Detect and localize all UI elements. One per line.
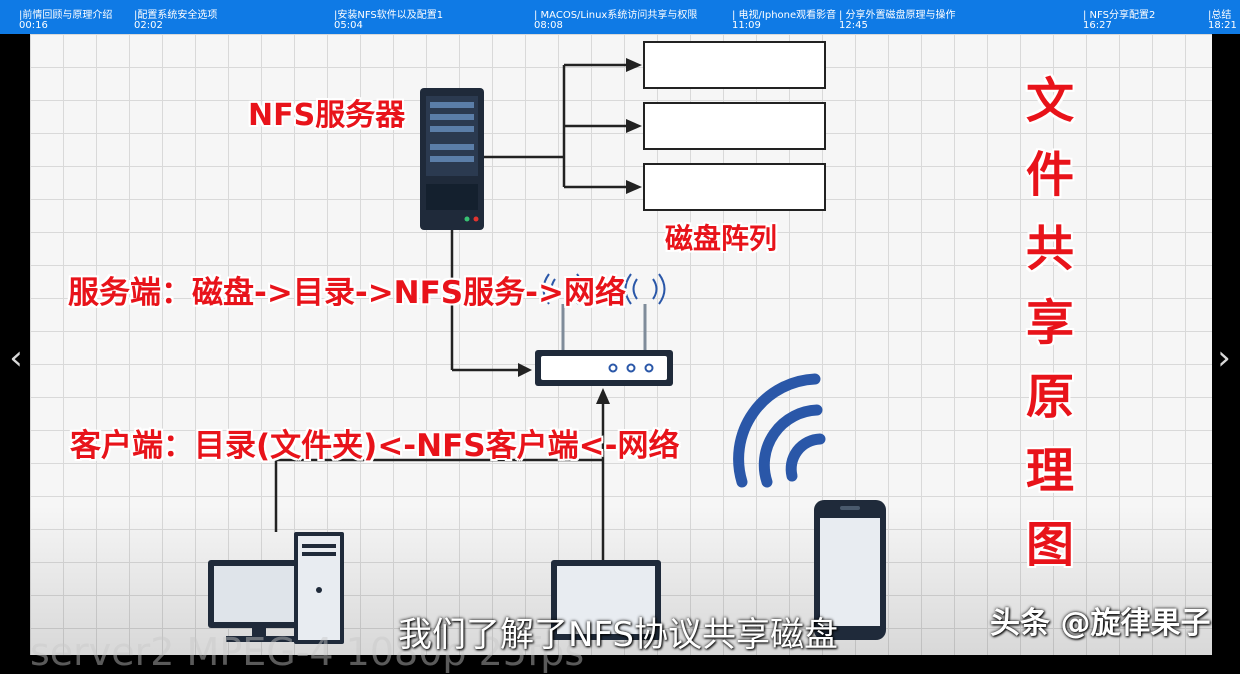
chapter-time: 00:16 bbox=[19, 20, 48, 31]
chapter-marker[interactable]: |前情回顾与原理介绍 00:16 bbox=[16, 0, 134, 34]
wifi-icon bbox=[733, 373, 826, 488]
chapter-marker[interactable]: |总结 18:21 bbox=[1205, 0, 1240, 34]
diagram-title: 文件共享原理图 bbox=[1025, 73, 1074, 573]
chapter-time: 02:02 bbox=[134, 20, 163, 31]
chapter-marker[interactable]: | NFS分享配置2 16:27 bbox=[1080, 0, 1205, 34]
router-client-connectors bbox=[274, 400, 605, 564]
chapter-title: |前情回顾与原理介绍 bbox=[19, 10, 113, 21]
nfs-server-label: NFS服务器 bbox=[248, 98, 406, 133]
chapter-time: 12:45 bbox=[839, 20, 868, 31]
phone-icon bbox=[814, 500, 886, 640]
disk-array-label: 磁盘阵列 bbox=[665, 222, 778, 255]
chapter-title: | MACOS/Linux系统访问共享与权限 bbox=[534, 10, 698, 21]
chapter-time: 18:21 bbox=[1208, 20, 1237, 31]
watermark: 头条 @旋律果子 bbox=[990, 606, 1211, 641]
chapter-title: |总结 bbox=[1208, 10, 1232, 21]
server-disk-connectors bbox=[483, 63, 630, 189]
disk-box bbox=[643, 163, 826, 211]
arrow-heads bbox=[626, 58, 642, 194]
disk-box bbox=[643, 102, 826, 150]
chapter-title: | NFS分享配置2 bbox=[1083, 10, 1156, 21]
nfs-server-icon bbox=[420, 88, 484, 230]
video-subtitle: 我们了解了NFS协议共享磁盘 bbox=[398, 615, 838, 655]
chapter-title: | 分享外置磁盘原理与操作 bbox=[839, 10, 956, 21]
chapter-marker[interactable]: |安装NFS软件以及配置1 05:04 bbox=[331, 0, 531, 34]
disk-box bbox=[643, 41, 826, 89]
server-router-connector bbox=[450, 230, 520, 372]
router-icon bbox=[535, 273, 673, 386]
laptop-icon bbox=[551, 560, 661, 640]
chapter-time: 11:09 bbox=[732, 20, 761, 31]
client-side-flow-label: 客户端：目录(文件夹)<-NFS客户端<-网络 bbox=[70, 428, 680, 464]
chapter-title: | 电视/Iphone观看影音 bbox=[732, 10, 837, 21]
chevron-left-icon[interactable]: ‹ bbox=[9, 338, 23, 378]
chapter-marker[interactable]: | MACOS/Linux系统访问共享与权限 08:08 bbox=[531, 0, 731, 34]
desktop-computer-icon bbox=[208, 532, 344, 644]
chapter-time: 08:08 bbox=[534, 20, 563, 31]
chapter-title: |配置系统安全选项 bbox=[134, 10, 218, 21]
server-side-flow-label: 服务端：磁盘->目录->NFS服务->网络 bbox=[68, 275, 626, 311]
chapter-title: |安装NFS软件以及配置1 bbox=[334, 10, 444, 21]
chevron-right-icon[interactable]: › bbox=[1217, 338, 1231, 378]
nfs-diagram bbox=[208, 41, 886, 644]
chapter-marker[interactable]: |配置系统安全选项 02:02 bbox=[131, 0, 331, 34]
video-frame[interactable]: NFS服务器 磁盘阵列 服务端：磁盘->目录->NFS服务->网络 客户端：目录… bbox=[30, 34, 1212, 655]
chapter-time: 16:27 bbox=[1083, 20, 1112, 31]
chapter-time: 05:04 bbox=[334, 20, 363, 31]
chapter-marker[interactable]: | 分享外置磁盘原理与操作 12:45 bbox=[836, 0, 1081, 34]
chapter-marker[interactable]: | 电视/Iphone观看影音 11:09 bbox=[729, 0, 839, 34]
chapter-bar: |前情回顾与原理介绍 00:16 |配置系统安全选项 02:02 |安装NFS软… bbox=[0, 0, 1240, 34]
